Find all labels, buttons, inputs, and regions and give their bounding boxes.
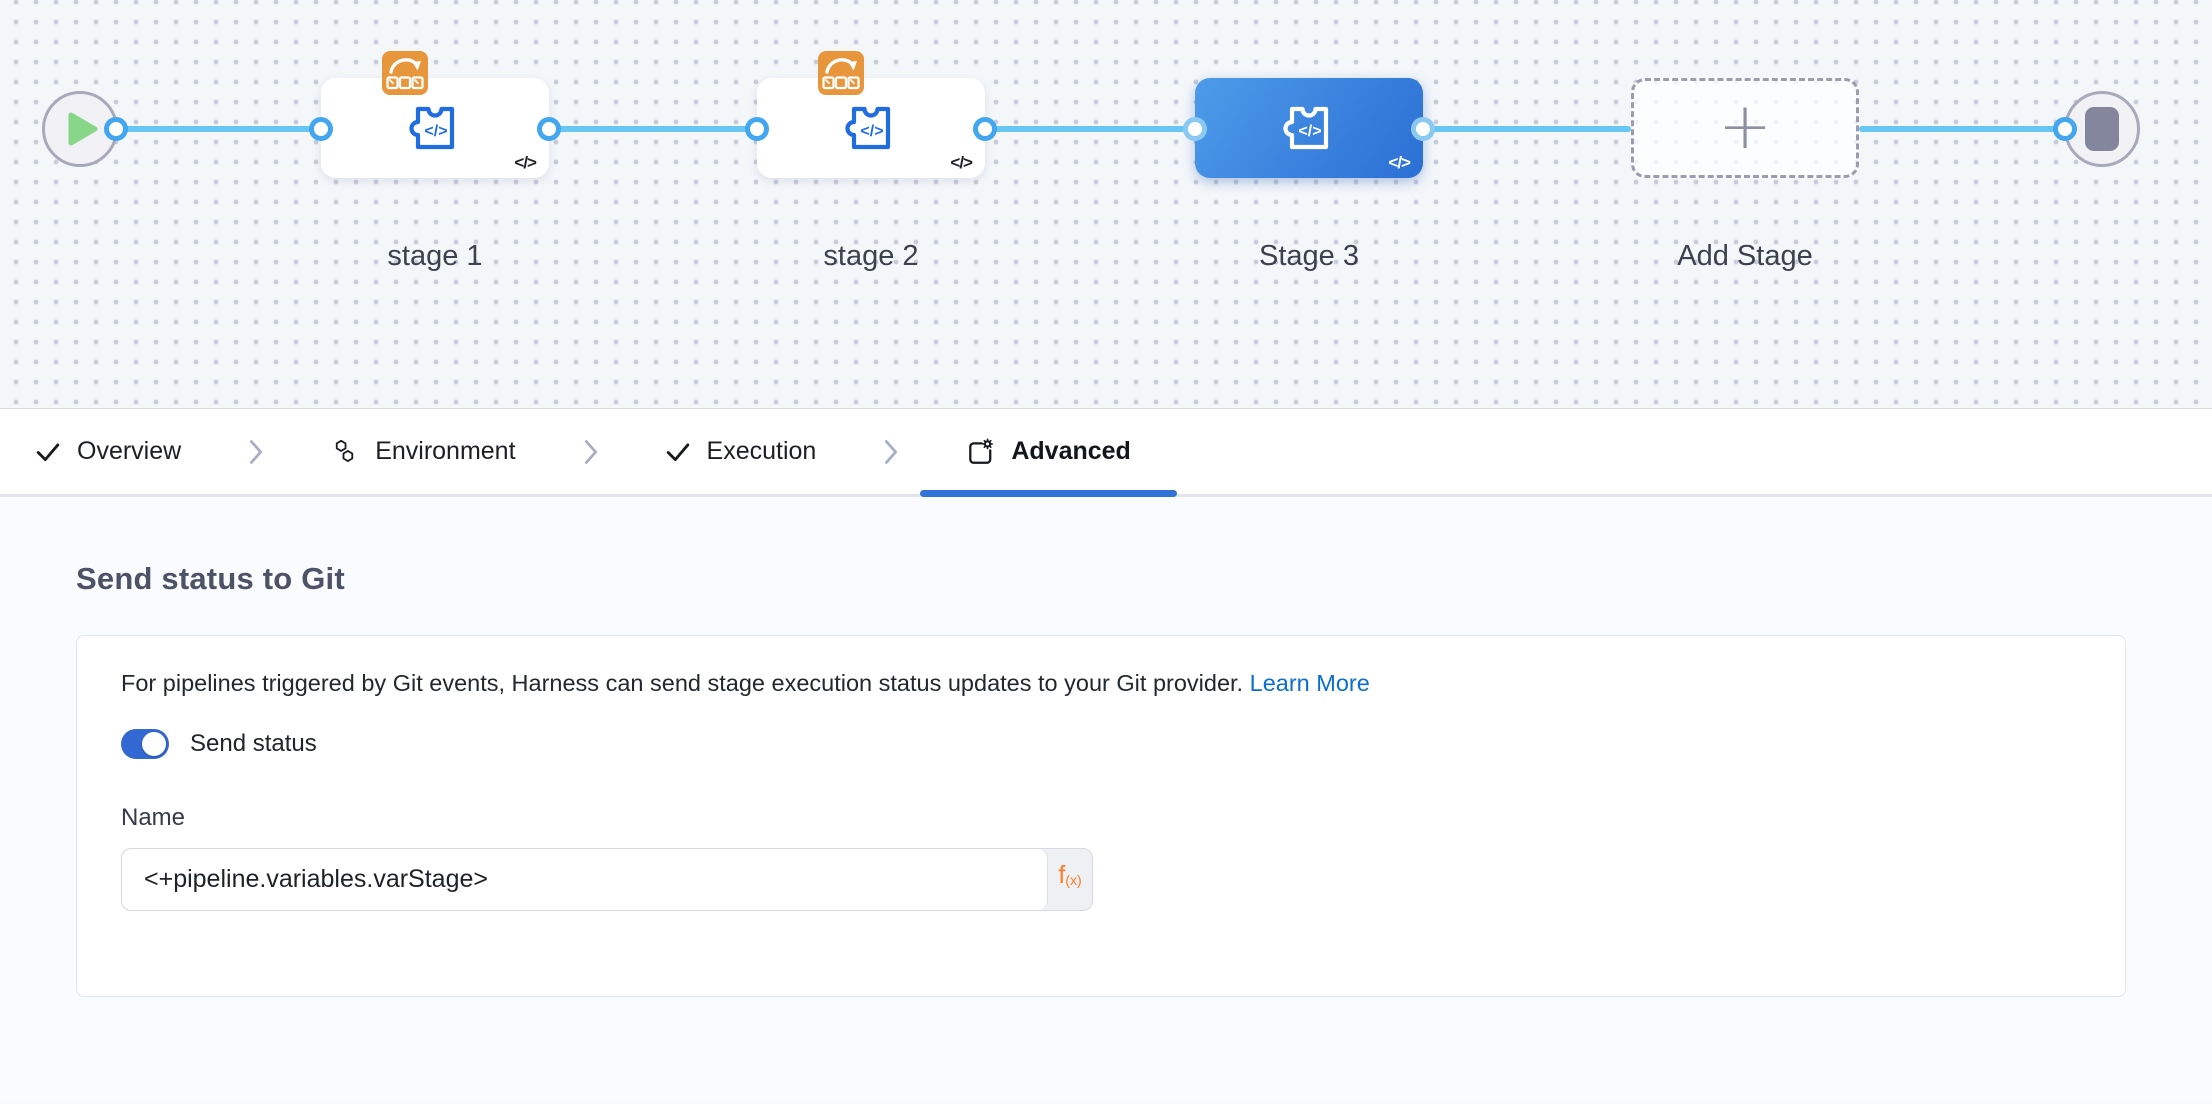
fx-icon: f — [1058, 861, 1066, 889]
stage-config-tabbar: Overview Environment Execution Adv — [0, 409, 2212, 497]
yaml-code-glyph: </> — [1388, 153, 1411, 172]
check-icon — [36, 442, 60, 461]
tab-advanced[interactable]: Advanced — [920, 409, 1177, 497]
port-end-in[interactable] — [2053, 117, 2077, 141]
port-stage1-out[interactable] — [537, 117, 561, 141]
check-icon — [666, 442, 689, 461]
advanced-tab-content: Send status to Git For pipelines trigger… — [0, 497, 2212, 1101]
add-stage-button[interactable]: + — [1631, 78, 1859, 178]
send-status-toggle[interactable] — [121, 729, 169, 759]
svg-text:</>: </> — [424, 123, 447, 140]
stage-node-3-selected[interactable]: </> </> — [1195, 78, 1423, 178]
stage-label: Add Stage — [1677, 240, 1813, 272]
port-stage1-in[interactable] — [309, 117, 333, 141]
settings-square-icon — [969, 437, 994, 464]
edge-stage1-stage2 — [549, 126, 757, 132]
svg-text:</>: </> — [860, 123, 883, 140]
edge-add-end — [1859, 126, 2065, 132]
stage-node-2[interactable]: </> </> — [757, 51, 985, 178]
tab-label: Advanced — [1011, 437, 1131, 465]
port-start-out[interactable] — [104, 117, 128, 141]
expression-fx-button[interactable]: f(x) — [1058, 861, 1082, 889]
stage-label: stage 1 — [387, 240, 483, 272]
port-stage2-in[interactable] — [745, 117, 769, 141]
toggle-label: Send status — [190, 730, 317, 757]
custom-stage-puzzle-icon: </> — [409, 106, 455, 150]
name-field-label: Name — [121, 804, 186, 831]
tab-label: Execution — [706, 437, 817, 465]
chevron-right-icon — [884, 439, 898, 465]
name-input-wrap: f(x) — [121, 848, 1093, 911]
plus-icon: + — [1718, 90, 1772, 165]
rolling-deploy-icon — [818, 51, 864, 95]
play-icon — [68, 112, 98, 146]
tab-label: Environment — [375, 437, 516, 465]
custom-stage-puzzle-icon: </> — [1283, 106, 1329, 150]
edge-start-stage1 — [116, 126, 321, 132]
yaml-code-glyph: </> — [514, 153, 537, 172]
pipeline-canvas[interactable]: </> </> </> </> </> </> + — [0, 0, 2212, 409]
active-tab-underline — [920, 490, 1177, 497]
stage-label: stage 2 — [823, 240, 919, 272]
stage-node-1[interactable]: </> </> — [321, 51, 549, 178]
tab-label: Overview — [77, 437, 182, 465]
tab-environment[interactable]: Environment — [331, 409, 516, 494]
description-text: For pipelines triggered by Git events, H… — [121, 670, 1370, 696]
port-stage3-out[interactable] — [1411, 117, 1435, 141]
send-status-card: For pipelines triggered by Git events, H… — [76, 635, 2126, 997]
stage-label: Stage 3 — [1259, 240, 1359, 272]
rolling-deploy-icon — [382, 51, 428, 95]
learn-more-link[interactable]: Learn More — [1249, 670, 1370, 696]
toggle-knob — [142, 732, 166, 756]
section-heading: Send status to Git — [76, 561, 345, 596]
port-stage2-out[interactable] — [973, 117, 997, 141]
custom-stage-puzzle-icon: </> — [845, 106, 891, 150]
chevron-right-icon — [249, 439, 263, 465]
yaml-code-glyph: </> — [950, 153, 973, 172]
name-input[interactable] — [122, 849, 1048, 910]
tab-execution[interactable]: Execution — [666, 409, 817, 494]
edge-stage2-stage3 — [985, 126, 1195, 132]
tab-overview[interactable]: Overview — [36, 409, 181, 494]
stop-icon — [2085, 107, 2119, 151]
port-stage3-in[interactable] — [1183, 117, 1207, 141]
edge-stage3-add — [1423, 126, 1631, 132]
chevron-right-icon — [584, 439, 598, 465]
hexagons-icon — [336, 439, 354, 462]
svg-text:</>: </> — [1298, 123, 1321, 140]
